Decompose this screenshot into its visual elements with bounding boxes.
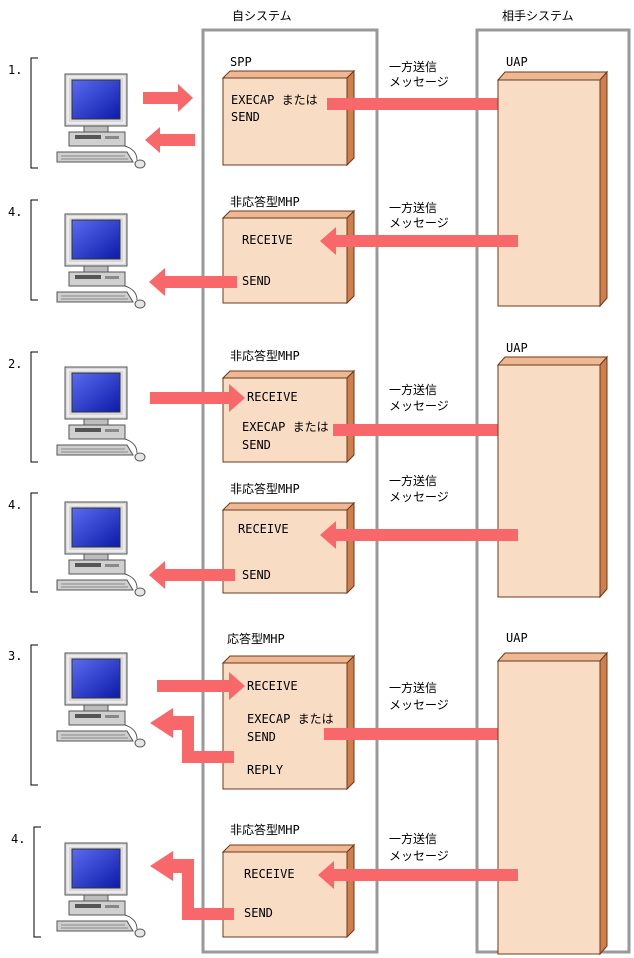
message-label-line1: 一方送信 xyxy=(389,382,437,397)
arrow-send-to-terminal xyxy=(149,268,237,296)
message-label-line2: メッセージ xyxy=(389,75,449,89)
arrow-send-to-uap xyxy=(327,89,527,119)
program-box xyxy=(221,69,356,167)
section-number: 2. xyxy=(8,357,22,371)
section-2: 4. 非応答型MHP RECEIVE SEND 一方送信 メッセージ xyxy=(8,194,518,309)
op-send: SEND xyxy=(242,438,271,452)
op-send: SEND xyxy=(247,730,276,744)
program-label: SPP xyxy=(230,55,252,69)
section-number: 4. xyxy=(11,832,25,846)
arrow-uap-to-receive xyxy=(318,861,518,889)
terminal-icon xyxy=(56,73,146,169)
op-receive: RECEIVE xyxy=(244,867,295,881)
program-box xyxy=(221,501,356,595)
terminal-icon xyxy=(56,501,146,597)
partner-system-title: 相手システム xyxy=(502,9,574,23)
op-send: SEND xyxy=(242,274,271,288)
uap-box: UAP xyxy=(496,631,609,956)
section-number: 1. xyxy=(8,63,22,77)
section-number: 4. xyxy=(8,498,22,512)
op-reply: REPLY xyxy=(247,763,284,777)
uap-box: UAP xyxy=(496,341,609,599)
program-label: 非応答型MHP xyxy=(230,481,300,496)
op-receive: RECEIVE xyxy=(242,233,293,247)
section-4: 4. 非応答型MHP RECEIVE SEND 一方送信 メッセージ xyxy=(8,473,518,597)
message-label-line1: 一方送信 xyxy=(389,200,437,215)
section-1: 1. SPP EXECAP または SEND 一方送信 メッセージ xyxy=(8,55,527,169)
section-6: 4. 非応答型MHP RECEIVE SEND 一方送信 メッセージ xyxy=(11,822,518,939)
program-label: 非応答型MHP xyxy=(230,194,300,209)
uap-label: UAP xyxy=(506,341,528,355)
op-receive: RECEIVE xyxy=(247,679,298,693)
own-system-title: 自システム xyxy=(232,9,292,23)
message-label-line2: メッセージ xyxy=(389,216,449,230)
op-receive: RECEIVE xyxy=(238,522,289,536)
arrow-spp-to-terminal xyxy=(145,127,195,153)
uap-box: UAP xyxy=(496,55,609,308)
section-bracket xyxy=(30,351,38,463)
op-send: SEND xyxy=(244,906,273,920)
arrow-send-to-uap xyxy=(333,415,524,445)
program-label: 非応答型MHP xyxy=(230,348,300,363)
section-5: 3. 応答型MHP RECEIVE EXECAP または SEND REPLY … xyxy=(8,631,522,791)
section-3: 2. 非応答型MHP RECEIVE EXECAP または SEND 一方送信 … xyxy=(8,348,524,464)
program-box xyxy=(221,209,356,305)
section-bracket xyxy=(33,826,41,938)
arrow-terminal-to-spp xyxy=(143,84,193,112)
program-box xyxy=(221,654,356,791)
arrow-send-to-terminal xyxy=(149,561,235,589)
message-label-line2: メッセージ xyxy=(389,399,449,413)
op-execap: EXECAP または xyxy=(242,420,329,434)
op-receive: RECEIVE xyxy=(247,390,298,404)
message-label-line1: 一方送信 xyxy=(389,680,437,695)
terminal-icon xyxy=(56,366,146,462)
arrow-terminal-to-receive xyxy=(157,672,245,700)
uap-label: UAP xyxy=(506,55,528,69)
arrow-send-to-terminal xyxy=(150,851,234,920)
message-label-line1: 一方送信 xyxy=(389,831,437,846)
program-label: 非応答型MHP xyxy=(230,822,300,837)
op-send: SEND xyxy=(231,110,260,124)
terminal-icon xyxy=(56,213,146,309)
message-label-line2: メッセージ xyxy=(389,849,449,863)
message-label-line1: 一方送信 xyxy=(389,473,437,488)
section-number: 3. xyxy=(8,649,22,663)
arrow-terminal-to-receive xyxy=(150,384,245,412)
message-label-line1: 一方送信 xyxy=(389,59,437,74)
terminal-icon xyxy=(56,652,146,748)
op-execap: EXECAP または xyxy=(231,93,318,107)
section-bracket xyxy=(30,199,38,301)
own-system-frame xyxy=(201,28,379,954)
program-box xyxy=(221,843,356,939)
uap-label: UAP xyxy=(506,631,528,645)
arrow-send-to-uap xyxy=(324,719,522,749)
op-execap: EXECAP または xyxy=(247,712,334,726)
arrow-uap-to-receive xyxy=(320,521,518,549)
section-bracket xyxy=(30,492,38,593)
section-bracket xyxy=(30,57,38,169)
message-label-line2: メッセージ xyxy=(389,698,449,712)
section-number: 4. xyxy=(8,205,22,219)
arrow-uap-to-receive xyxy=(320,227,518,255)
op-send: SEND xyxy=(242,568,271,582)
terminal-icon xyxy=(56,842,146,938)
program-box xyxy=(221,369,356,464)
arrow-reply-to-terminal xyxy=(150,708,234,763)
message-label-line2: メッセージ xyxy=(389,490,449,504)
program-label: 応答型MHP xyxy=(227,631,285,646)
section-bracket xyxy=(30,644,38,786)
